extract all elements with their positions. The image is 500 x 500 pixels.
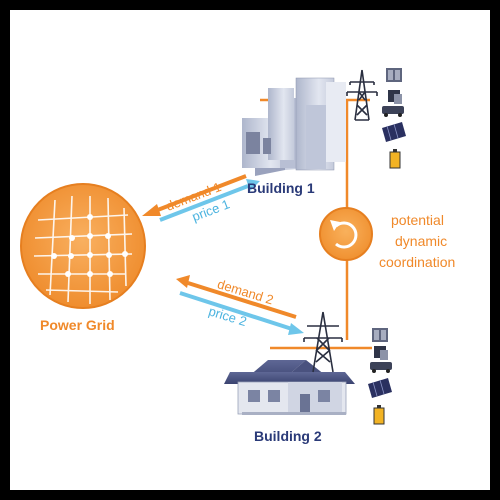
power-grid-node bbox=[20, 183, 146, 309]
coordination-label-line3: coordination bbox=[379, 254, 455, 270]
building1-label: Building 1 bbox=[247, 180, 315, 196]
power-grid-label: Power Grid bbox=[40, 317, 115, 333]
price1-arrow bbox=[159, 179, 260, 222]
building1-office-icon bbox=[242, 77, 346, 176]
refresh-cycle-icon bbox=[335, 221, 358, 249]
building2-tower-icon bbox=[303, 311, 343, 373]
battery-icon bbox=[373, 405, 385, 425]
building2-devices bbox=[368, 328, 392, 425]
building2-house-icon bbox=[224, 360, 355, 415]
electric-vehicle-icon bbox=[370, 362, 392, 373]
diagram-frame: demand 1 price 1 demand 2 price 2 Power … bbox=[10, 10, 490, 490]
demand2-arrow bbox=[176, 275, 297, 319]
battery-pack-icon bbox=[372, 328, 388, 342]
demand1-arrow bbox=[142, 174, 247, 216]
coordination-node bbox=[319, 207, 373, 261]
price2-arrow bbox=[179, 291, 304, 335]
battery-pack-icon bbox=[386, 68, 402, 82]
coordination-label-line2: dynamic bbox=[395, 233, 447, 249]
hvac-unit-icon bbox=[388, 90, 402, 104]
building1-devices bbox=[382, 68, 406, 169]
solar-panel-icon bbox=[382, 122, 406, 142]
hvac-unit-icon bbox=[374, 346, 388, 360]
building1-tower-icon bbox=[346, 69, 378, 121]
energy-coordination-diagram: demand 1 price 1 demand 2 price 2 Power … bbox=[20, 68, 455, 444]
building2-label: Building 2 bbox=[254, 428, 322, 444]
power-grid-mesh-icon bbox=[33, 195, 133, 304]
coordination-label-line1: potential bbox=[391, 212, 444, 228]
battery-icon bbox=[389, 149, 401, 169]
solar-panel-icon bbox=[368, 378, 392, 398]
electric-vehicle-icon bbox=[382, 106, 404, 117]
